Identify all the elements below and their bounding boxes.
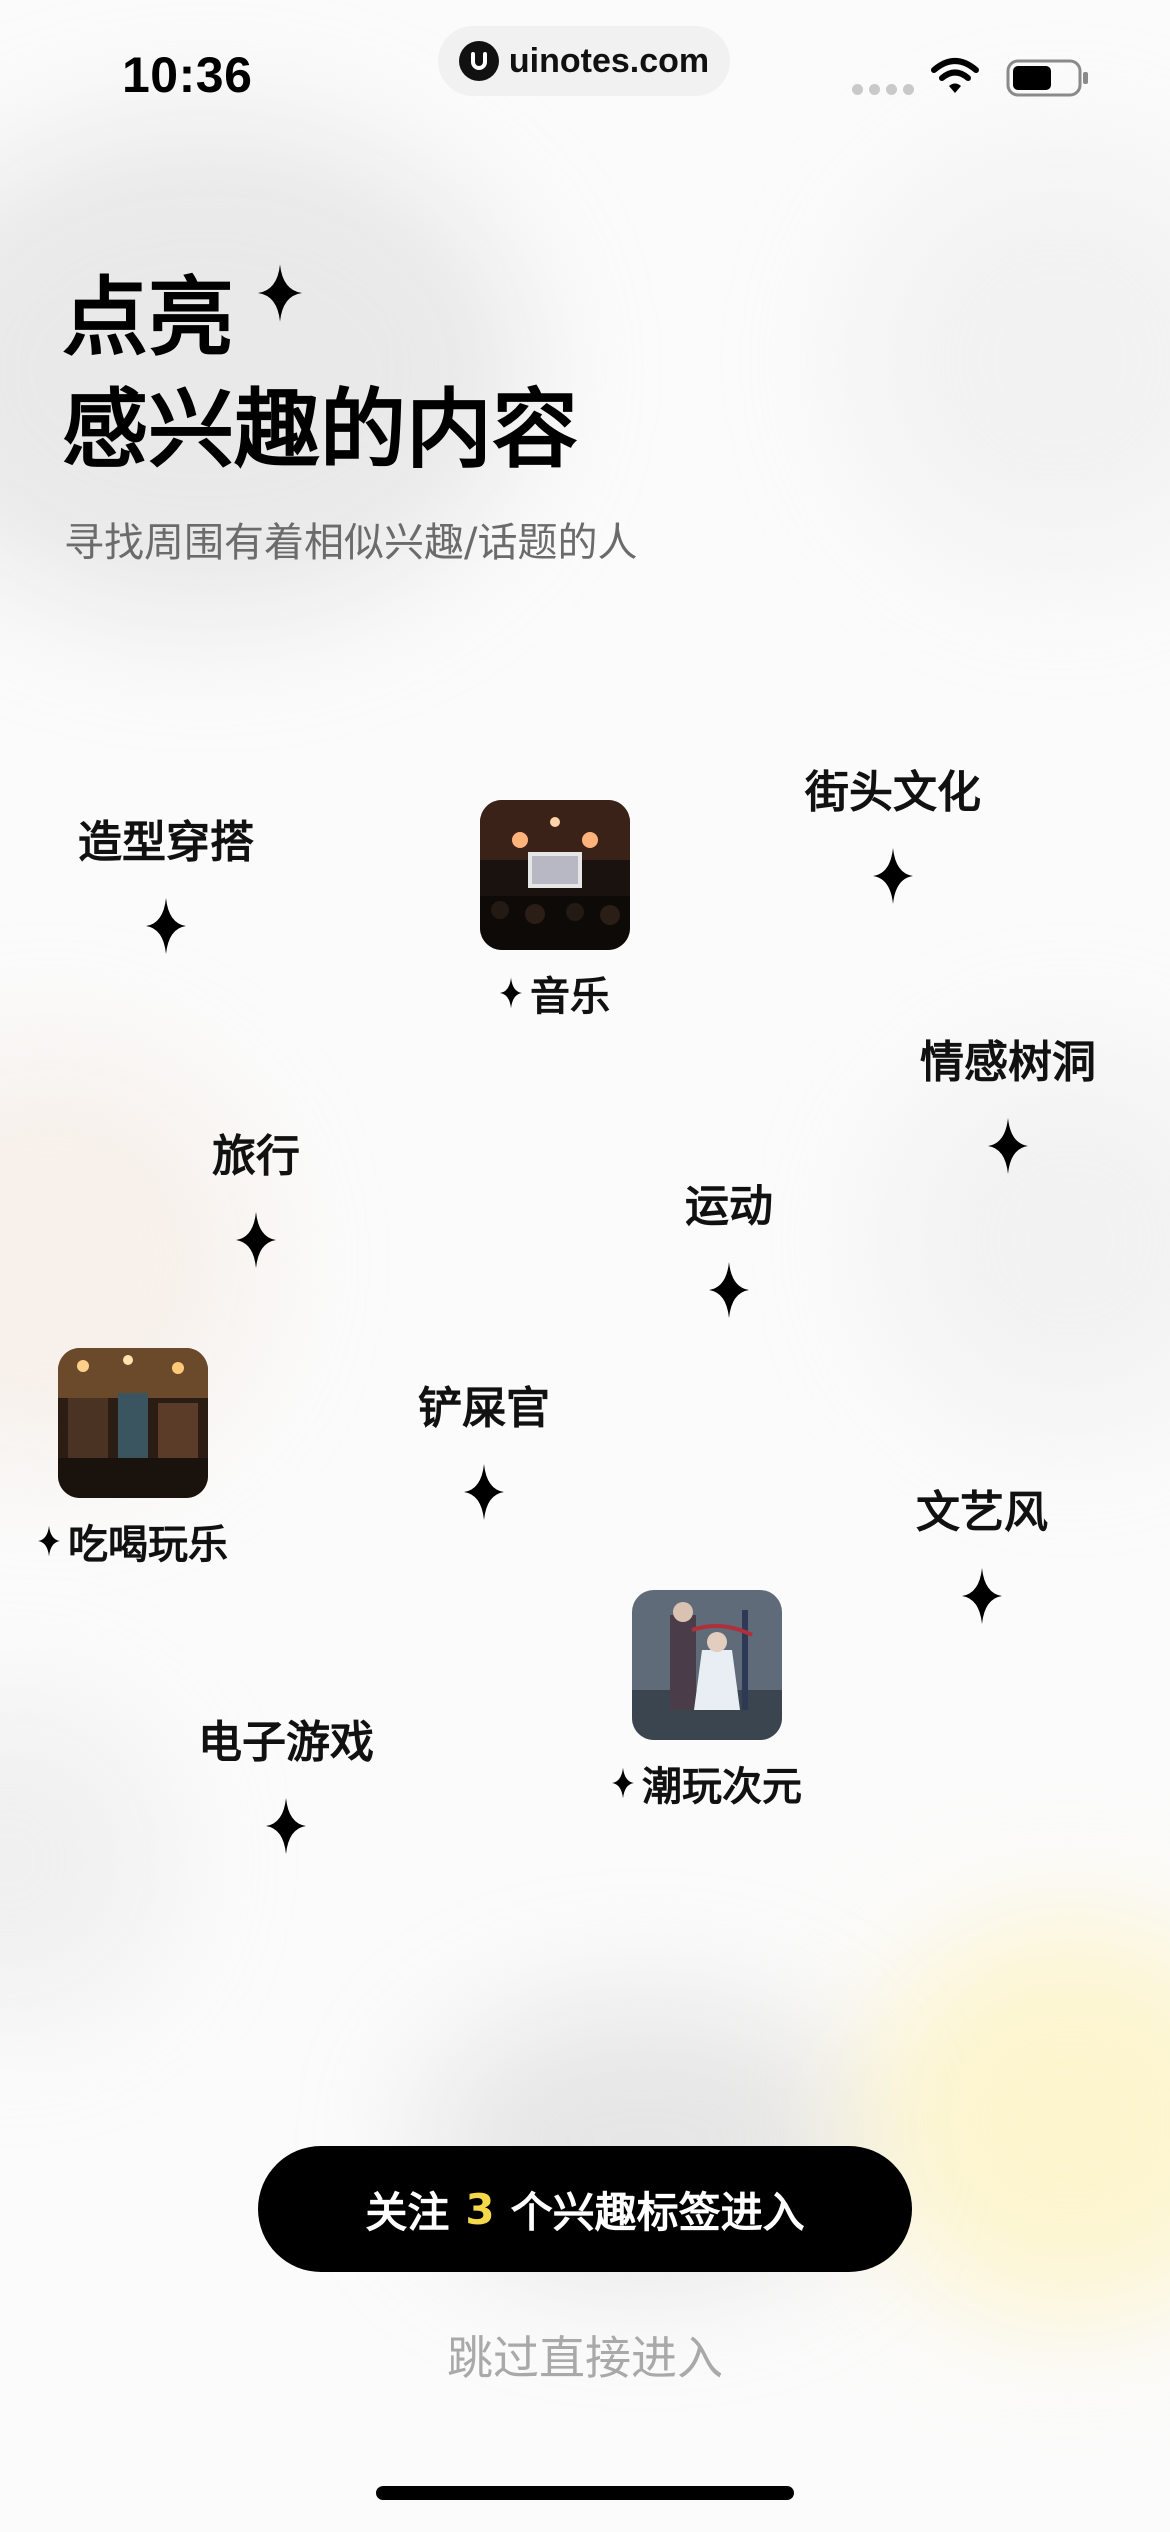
status-time: 10:36 <box>122 47 253 103</box>
topic-street-culture[interactable]: 街头文化 <box>805 756 981 904</box>
topic-literary[interactable]: 文艺风 <box>916 1476 1048 1624</box>
page-heading: 点亮 感兴趣的内容 <box>62 262 578 486</box>
topic-travel[interactable]: 旅行 <box>212 1120 300 1268</box>
page-subtitle: 寻找周围有着相似兴趣/话题的人 <box>64 520 638 566</box>
topic-label: 铲屎官 <box>418 1383 550 1434</box>
url-pill[interactable]: uinotes.com <box>438 26 730 96</box>
star-icon <box>464 1464 504 1520</box>
sparkle-icon <box>258 264 302 322</box>
music-concert-thumbnail <box>480 800 630 950</box>
star-icon <box>38 1525 60 1557</box>
status-bar: 10:36 uinotes.com <box>0 0 1170 140</box>
topic-label: 文艺风 <box>916 1487 1048 1538</box>
cta-suffix: 个兴趣标签进入 <box>510 2187 805 2237</box>
topic-styling[interactable]: 造型穿搭 <box>78 806 254 954</box>
cta-count: 3 <box>465 2184 495 2234</box>
topic-label: 音乐 <box>530 974 610 1020</box>
star-icon <box>266 1798 306 1854</box>
topic-label: 旅行 <box>212 1131 300 1182</box>
topic-label: 潮玩次元 <box>642 1764 802 1810</box>
battery-icon <box>1006 59 1088 97</box>
cosplay-thumbnail <box>632 1590 782 1740</box>
signal-icon <box>852 84 914 95</box>
topic-emotional[interactable]: 情感树洞 <box>920 1026 1096 1174</box>
page-title-line1: 点亮 <box>62 268 234 368</box>
topic-poop-officer[interactable]: 铲屎官 <box>418 1372 550 1520</box>
topic-sports[interactable]: 运动 <box>685 1170 773 1318</box>
star-icon <box>988 1118 1028 1174</box>
page-title-line2: 感兴趣的内容 <box>62 380 578 480</box>
star-icon <box>146 898 186 954</box>
background-glow <box>0 120 530 620</box>
topic-music[interactable]: 音乐 <box>480 800 630 1022</box>
topic-video-games[interactable]: 电子游戏 <box>198 1706 374 1854</box>
background-glow <box>850 150 1170 570</box>
star-icon <box>709 1262 749 1318</box>
uinotes-logo-icon <box>458 41 499 81</box>
star-icon <box>962 1568 1002 1624</box>
star-icon <box>612 1767 634 1799</box>
topic-label: 情感树洞 <box>920 1037 1096 1088</box>
topic-label: 运动 <box>685 1181 773 1232</box>
topic-acg-toys[interactable]: 潮玩次元 <box>612 1590 802 1812</box>
topic-label: 街头文化 <box>805 767 981 818</box>
url-text: uinotes.com <box>508 41 710 80</box>
topic-label: 造型穿搭 <box>78 817 254 868</box>
street-market-thumbnail <box>58 1348 208 1498</box>
skip-link[interactable]: 跳过直接进入 <box>447 2331 723 2385</box>
follow-tags-button[interactable]: 关注 3 个兴趣标签进入 <box>258 2146 912 2272</box>
background-glow <box>0 1700 170 2020</box>
background-glow <box>880 1050 1170 1430</box>
home-indicator[interactable] <box>376 2486 794 2500</box>
star-icon <box>236 1212 276 1268</box>
star-icon <box>873 848 913 904</box>
topic-label: 吃喝玩乐 <box>68 1522 228 1568</box>
background-glow-yellow <box>860 1920 1170 2320</box>
topic-food-fun[interactable]: 吃喝玩乐 <box>38 1348 228 1570</box>
topic-label: 电子游戏 <box>198 1717 374 1768</box>
wifi-icon <box>931 58 979 93</box>
cta-prefix: 关注 <box>365 2187 450 2237</box>
star-icon <box>500 977 522 1009</box>
